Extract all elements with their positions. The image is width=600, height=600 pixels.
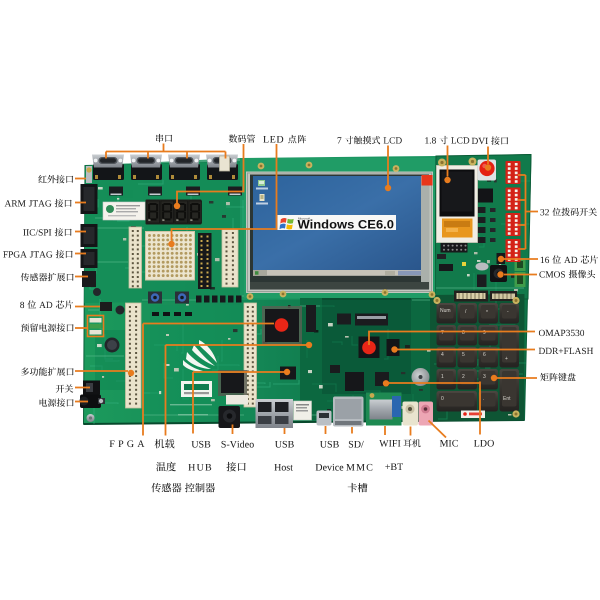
svg-text:6: 6 [483,352,486,358]
svg-text:4: 4 [441,352,444,358]
svg-text:9: 9 [483,330,486,336]
svg-text:8: 8 [462,330,465,336]
svg-text:*: * [486,310,488,316]
svg-text:0: 0 [441,396,444,402]
svg-text:Microsoft: Microsoft [298,216,310,220]
svg-text:Num: Num [440,308,451,314]
svg-text:/: / [465,309,467,315]
svg-text:3: 3 [483,374,486,380]
svg-text:Ent: Ent [503,396,511,402]
svg-text:5: 5 [462,352,465,358]
svg-text:.: . [483,396,484,402]
svg-text:-: - [507,309,509,315]
svg-text:1: 1 [441,374,444,380]
svg-text:7: 7 [441,330,444,336]
svg-text:Windows CE6.0: Windows CE6.0 [298,220,395,232]
svg-text:2: 2 [462,374,465,380]
svg-text:+: + [505,356,508,362]
